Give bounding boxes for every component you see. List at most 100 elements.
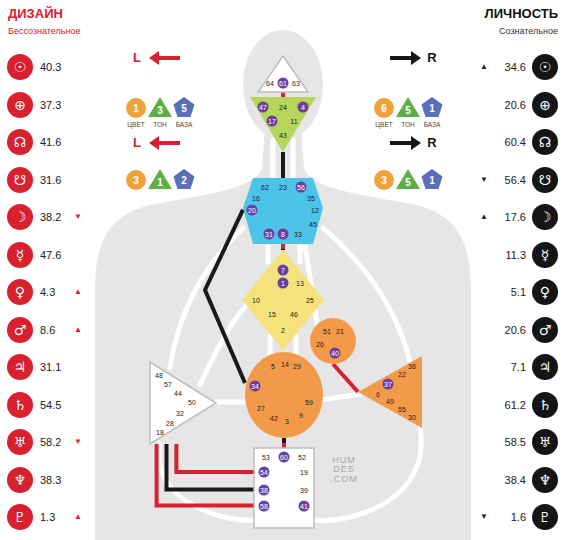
exaltation-arrow: ▼: [74, 212, 82, 221]
gate-line-value: 40.3: [40, 61, 61, 74]
channel-line: [205, 210, 245, 383]
gate-number: 63: [292, 78, 300, 89]
gate-number: 40: [330, 348, 341, 359]
gate-line-value: 8.6: [40, 323, 55, 336]
body-silhouette: [95, 30, 471, 540]
gate-line-value: 7.1: [511, 361, 526, 374]
gate-number: 57: [164, 379, 172, 390]
gate-number: 20: [247, 205, 258, 216]
variable-caption: ТОН: [153, 121, 166, 128]
exaltation-arrow: ▼: [480, 175, 488, 184]
planet-symbol: ☉: [7, 54, 33, 80]
energy-center: 514293427423959: [245, 352, 323, 438]
channel-stroke: [281, 152, 285, 178]
gate-number: 1: [278, 278, 289, 289]
center-shape-outline: [358, 356, 422, 428]
planet-symbol: ☋: [7, 167, 33, 193]
gate-number: 42: [270, 413, 278, 424]
planet-symbol: ♆: [7, 467, 33, 493]
channel-stroke: [281, 244, 285, 250]
gate-number: 13: [296, 278, 304, 289]
gate-line-value: 11.3: [505, 248, 526, 261]
gate-number: 27: [257, 403, 265, 414]
center-shape-outline: [245, 352, 323, 438]
planet-symbol: ⊕: [7, 92, 33, 118]
center-shape-outline: [258, 56, 308, 92]
energy-center: 536052541938395841: [254, 448, 314, 528]
variable-number: 3: [133, 175, 139, 187]
gate-number: 38: [259, 485, 270, 496]
side-letter: R: [427, 51, 436, 66]
variable-number: 2: [181, 175, 187, 187]
gate-number: 47: [258, 102, 269, 113]
gate-number: 26: [316, 339, 324, 350]
energy-center: 51212640: [310, 318, 356, 364]
gate-number: 23: [279, 182, 287, 193]
variable-caption: ЦВЕТ: [375, 121, 392, 128]
gate-number: 2: [281, 325, 285, 336]
center-shape-outline: [243, 178, 323, 244]
gate-number: 7: [278, 265, 289, 276]
planet-symbol: ♂: [7, 317, 33, 343]
channel-stroke: [176, 444, 254, 472]
gate-number: 25: [306, 295, 314, 306]
exaltation-arrow: ▲: [74, 287, 82, 296]
gate-line-value: 37.3: [40, 98, 61, 111]
variable-number: 1: [133, 103, 139, 115]
channel-stroke: [157, 444, 254, 506]
planet-symbol: ☉: [532, 54, 558, 80]
gate-line-value: 56.4: [505, 173, 526, 186]
variable-caption: ТОН: [401, 121, 414, 128]
variable-caption: БАЗА: [176, 121, 193, 128]
gate-number: 22: [398, 369, 406, 380]
variable-number: 3: [157, 105, 163, 117]
gate-line-value: 1.6: [511, 511, 526, 524]
gate-number: 15: [268, 309, 276, 320]
planet-symbol: ☋: [532, 167, 558, 193]
planet-symbol: ☊: [7, 129, 33, 155]
gate-line-value: 38.4: [505, 473, 526, 486]
planet-symbol: ♄: [532, 392, 558, 418]
planet-symbol: ☽: [7, 204, 33, 230]
center-shape-outline: [150, 362, 216, 444]
planet-symbol: ♀: [7, 279, 33, 305]
gate-line-value: 58.5: [505, 436, 526, 449]
gate-line-value: 60.4: [505, 136, 526, 149]
gate-number: 62: [261, 182, 269, 193]
channel-line: [167, 444, 255, 490]
gate-line-value: 31.1: [40, 361, 61, 374]
gate-line-value: 34.6: [505, 61, 526, 74]
gate-number: 45: [309, 219, 317, 230]
gate-number: 16: [252, 193, 260, 204]
energy-center: 47244171143: [250, 97, 316, 152]
variable-caption: ЦВЕТ: [127, 121, 144, 128]
gate-number: 12: [311, 205, 319, 216]
gate-number: 48: [155, 370, 163, 381]
side-letter: L: [133, 51, 141, 66]
exaltation-arrow: ▼: [74, 437, 82, 446]
channel-stroke: [281, 244, 285, 250]
planet-symbol: ♃: [7, 354, 33, 380]
energy-center: 622356163520124531833: [243, 178, 323, 244]
energy-center: 646163: [258, 56, 308, 92]
column-subheading: Бессознательное: [8, 26, 80, 36]
gate-number: 33: [294, 229, 302, 240]
planet-symbol: ♃: [532, 354, 558, 380]
exaltation-arrow: ▲: [74, 512, 82, 521]
planet-symbol: ♇: [532, 504, 558, 530]
planet-symbol: ♂: [532, 317, 558, 343]
gate-number: 64: [266, 78, 274, 89]
gate-line-value: 1.3: [40, 511, 55, 524]
gate-number: 36: [408, 361, 416, 372]
planet-symbol: ♅: [7, 429, 33, 455]
gate-number: 58: [259, 501, 270, 512]
gate-number: 49: [386, 396, 394, 407]
channel-stroke: [167, 444, 255, 490]
channel-line: [283, 152, 284, 178]
gate-number: 29: [293, 361, 301, 372]
variable-number: 6: [381, 103, 387, 115]
gate-number: 10: [252, 295, 260, 306]
gate-line-value: 54.5: [40, 398, 61, 411]
planet-symbol: ♄: [7, 392, 33, 418]
planet-symbol: ♅: [532, 429, 558, 455]
